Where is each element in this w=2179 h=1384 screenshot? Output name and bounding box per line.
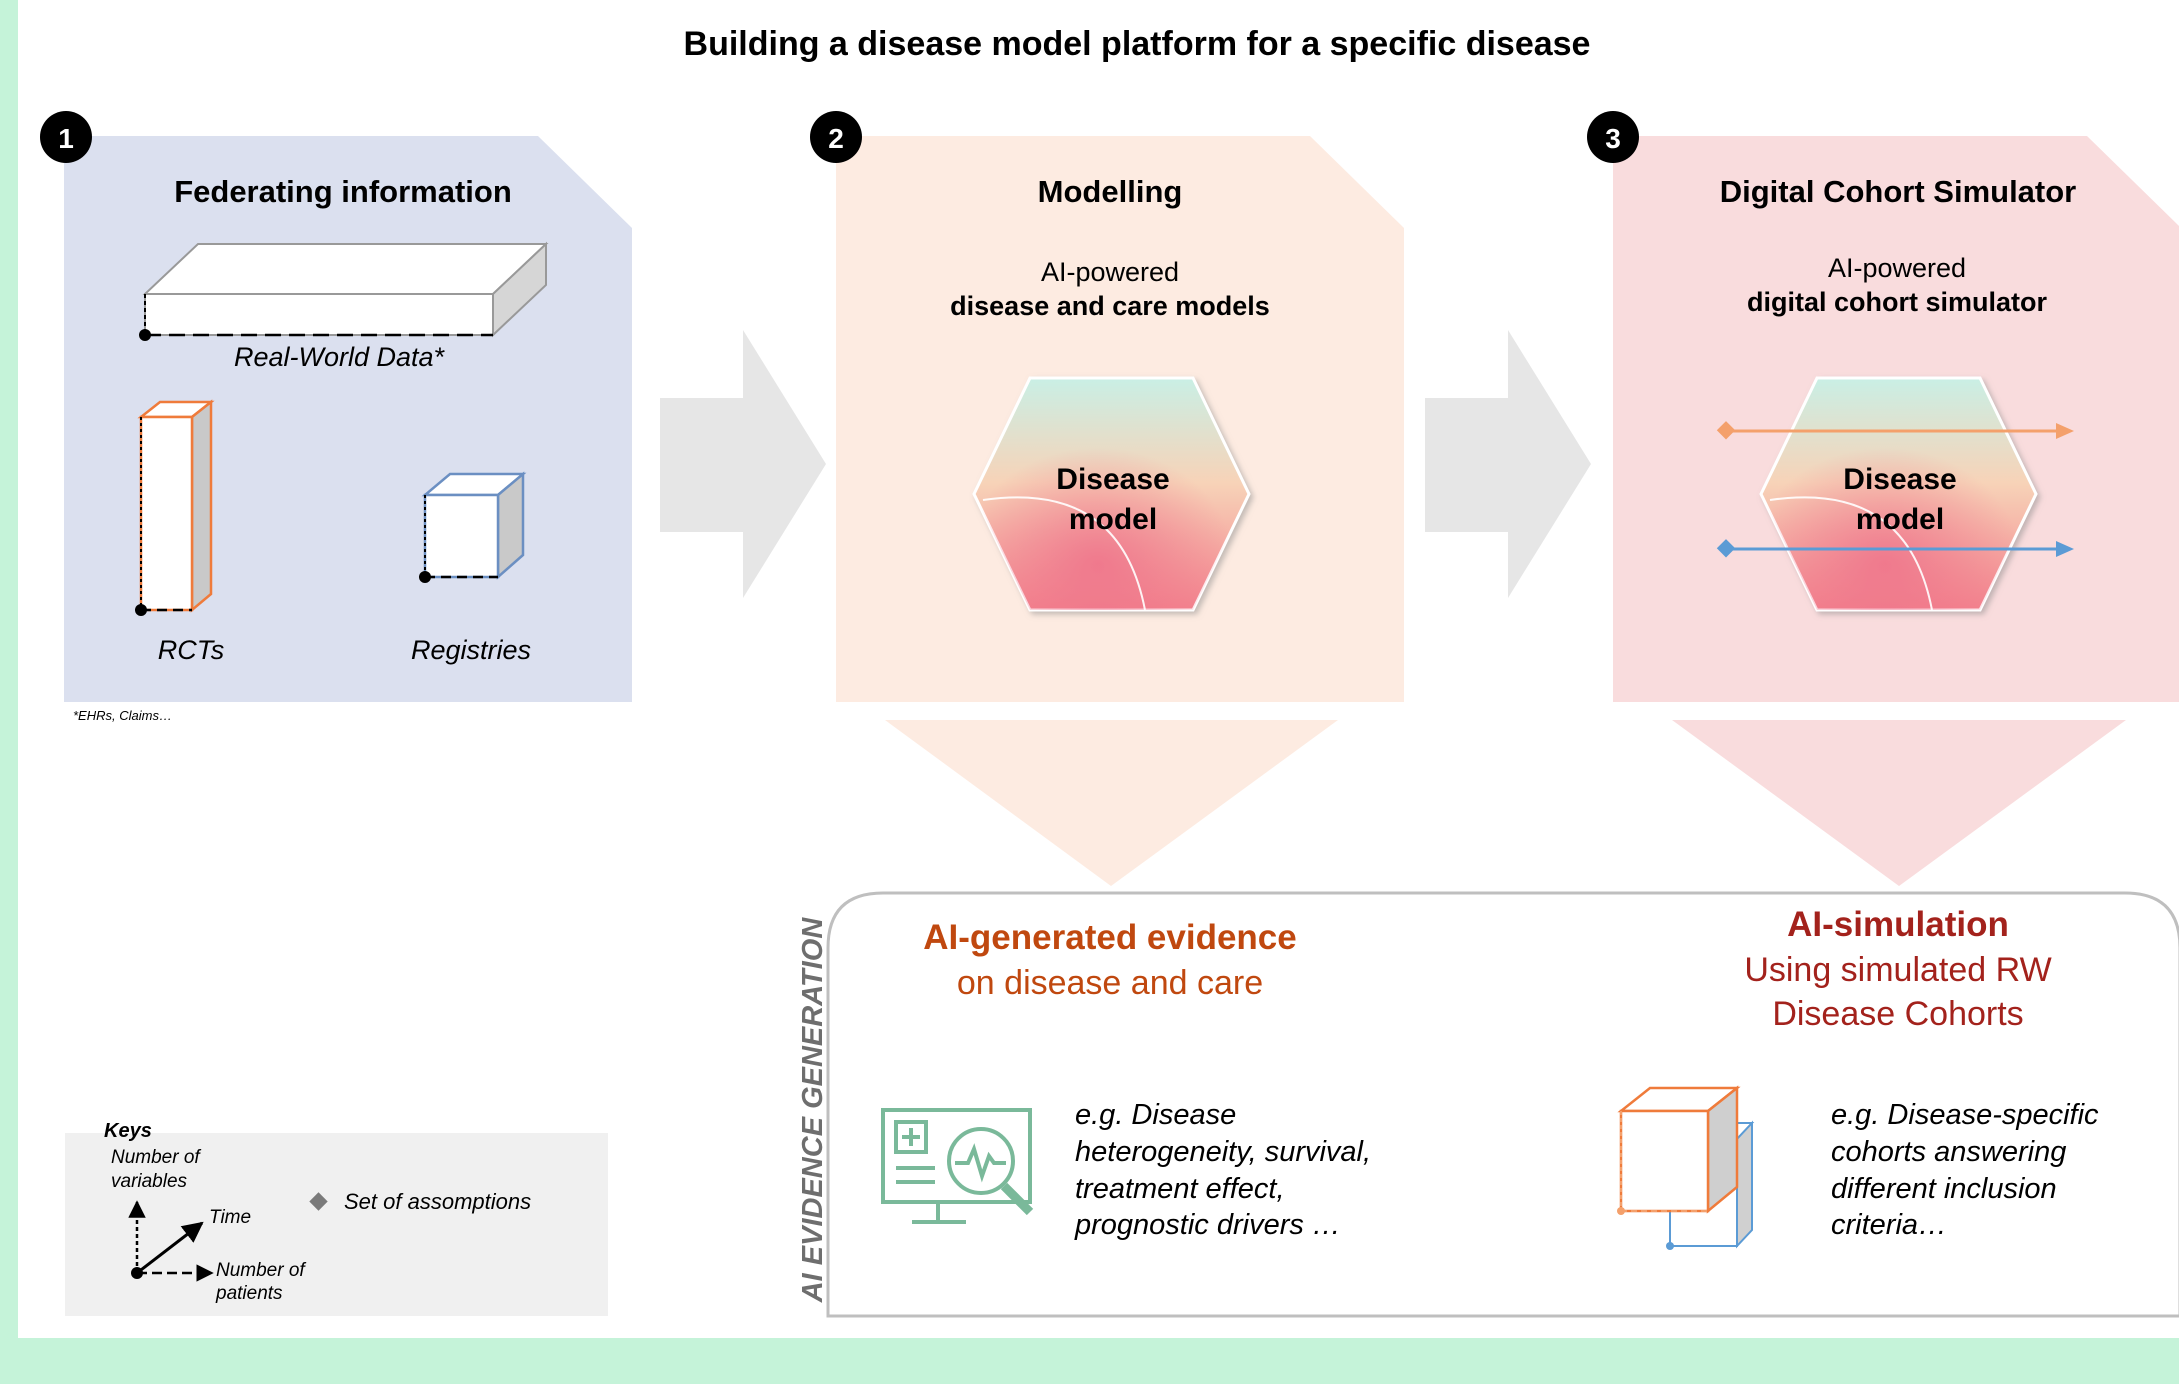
keys-variables-2: variables xyxy=(111,1171,188,1192)
evidence-side-label: AI EVIDENCE GENERATION xyxy=(797,917,829,1304)
hex-1-line-2: model xyxy=(1069,503,1157,536)
registry-block xyxy=(419,471,527,583)
panel-2-line-1: AI-powered xyxy=(1041,257,1179,287)
page-title: Building a disease model platform for a … xyxy=(684,25,1591,63)
step-badge-2 xyxy=(810,111,862,163)
keys-patients-2: patients xyxy=(215,1283,283,1304)
registries-label: Registries xyxy=(411,635,531,665)
monitor-analysis-icon xyxy=(881,1108,1034,1224)
rcts-label: RCTs xyxy=(158,635,225,665)
evidence-right-subtitle-1: Using simulated RW xyxy=(1744,951,2051,989)
step-number-3: 3 xyxy=(1605,123,1621,154)
panel-heading-1: Federating information xyxy=(174,174,512,209)
rwd-label: Real-World Data* xyxy=(234,342,446,372)
keys-patients-1: Number of xyxy=(216,1260,306,1281)
keys-time: Time xyxy=(209,1207,251,1228)
left-border xyxy=(0,0,18,1384)
evidence-right-subtitle-2: Disease Cohorts xyxy=(1772,995,2023,1033)
panel-heading-2: Modelling xyxy=(1038,174,1183,209)
panel-simulator: 3 Digital Cohort Simulator AI-powered di… xyxy=(1587,111,2179,702)
panel-3-line-2: digital cohort simulator xyxy=(1747,287,2048,317)
panel-federating: 1 Federating information Real-World Data… xyxy=(40,111,632,702)
rct-block xyxy=(135,399,215,616)
keys-variables-1: Number of xyxy=(111,1147,201,1168)
keys-title: Keys xyxy=(104,1120,152,1142)
disease-model-hexagon-1 xyxy=(972,376,1251,612)
panel-2-line-2: disease and care models xyxy=(950,291,1270,321)
cohort-arrow-blue xyxy=(1716,539,2074,558)
keys-legend: Keys Number of variables Time Number of … xyxy=(65,1120,608,1316)
funnel-simulator xyxy=(1672,720,2126,886)
hex-2-line-2: model xyxy=(1856,503,1944,536)
panel-modelling: 2 Modelling AI-powered disease and care … xyxy=(810,111,1404,702)
evidence-left-subtitle: on disease and care xyxy=(957,964,1263,1002)
step-badge-3 xyxy=(1587,111,1639,163)
keys-assumptions: Set of assomptions xyxy=(344,1189,531,1214)
rwd-block xyxy=(139,241,549,341)
hex-1-line-1: Disease xyxy=(1056,463,1169,496)
disease-model-hexagon-2 xyxy=(1759,376,2038,612)
arrow-2-to-3 xyxy=(1425,330,1591,598)
hex-2-line-1: Disease xyxy=(1843,463,1956,496)
step-number-1: 1 xyxy=(58,123,74,154)
evidence-left-example: e.g. Disease heterogeneity, survival, tr… xyxy=(1074,1099,1379,1241)
evidence-right-title: AI-simulation xyxy=(1787,905,2009,944)
evidence-right-example: e.g. Disease-specific cohorts answering … xyxy=(1831,1099,2107,1241)
panel-3-line-1: AI-powered xyxy=(1828,253,1966,283)
step-badge-1 xyxy=(40,111,92,163)
panel-heading-3: Digital Cohort Simulator xyxy=(1720,174,2077,209)
assumption-diamond-icon xyxy=(309,1192,328,1211)
cohort-arrow-orange xyxy=(1716,421,2074,440)
cohort-cubes-icon xyxy=(1617,1085,1755,1250)
evidence-left-title: AI-generated evidence xyxy=(923,918,1296,957)
rwd-footnote: *EHRs, Claims… xyxy=(73,708,172,723)
evidence-box xyxy=(826,891,2179,1318)
bottom-band xyxy=(14,1338,2179,1384)
funnel-modelling xyxy=(885,720,1338,886)
step-number-2: 2 xyxy=(828,123,844,154)
arrow-1-to-2 xyxy=(660,330,826,598)
